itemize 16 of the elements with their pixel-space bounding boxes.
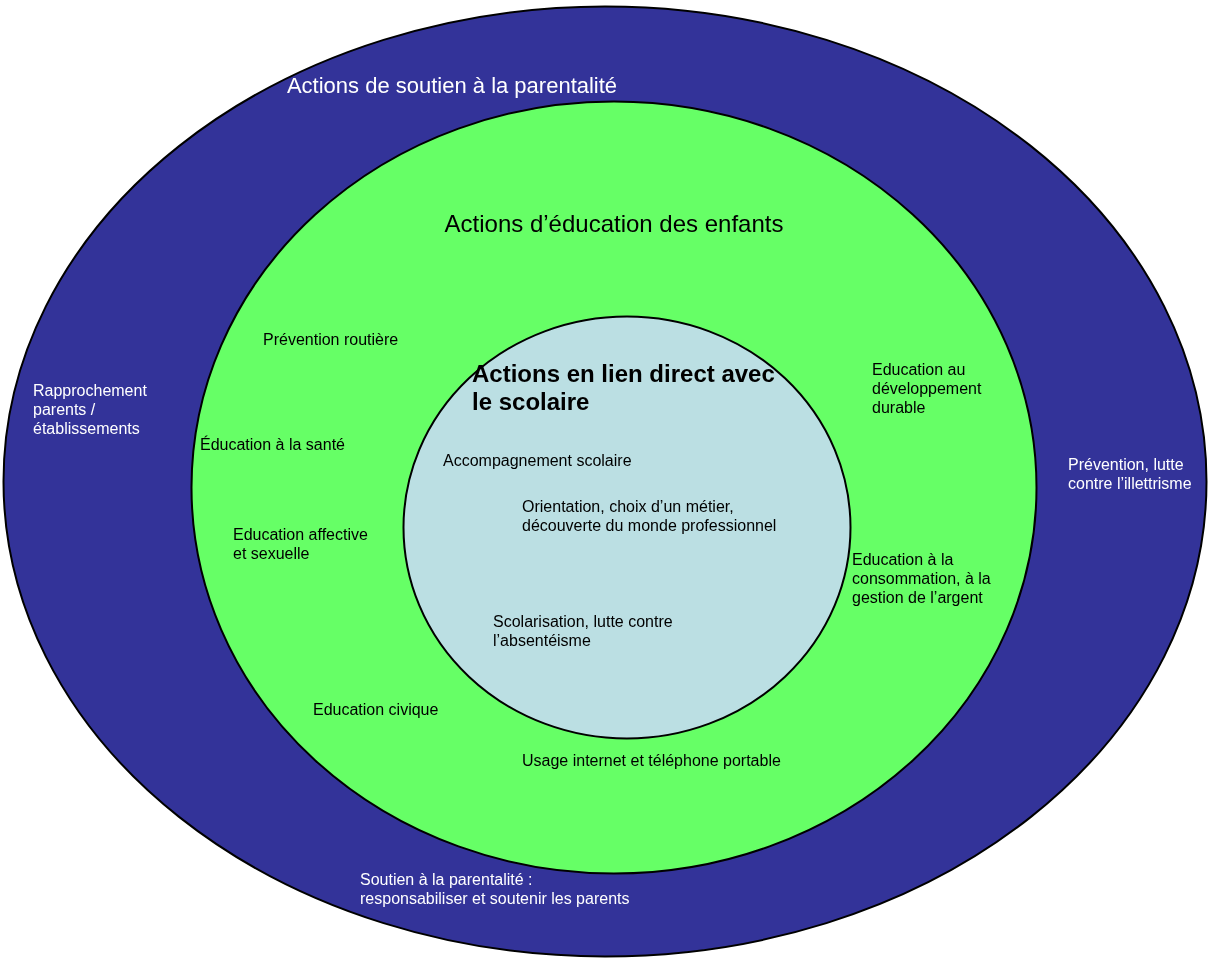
action-label: Soutien à la parentalité : responsabiliser et soutenir les parents [360, 870, 631, 908]
action-label: Prévention, lutte contre l’illettrisme [1068, 455, 1193, 493]
action-label: Rapprochement parents / établissements [33, 381, 148, 438]
action-label: Accompagnement scolaire [443, 451, 633, 470]
action-label: Éducation à la santé [200, 435, 346, 454]
action-label: Education au développement durable [872, 360, 983, 417]
group-heading: Actions de soutien à la parentalité [285, 73, 619, 99]
group-heading: Actions d’éducation des enfants [443, 210, 785, 238]
action-label: Prévention routière [263, 330, 400, 349]
action-label: Scolarisation, lutte contre l’absentéisme [493, 612, 674, 650]
action-label: Education à la consommation, à la gestion de l’argent [852, 550, 992, 607]
action-label: Usage internet et téléphone portable [522, 751, 782, 770]
group-heading: Actions en lien direct avec le scolaire [472, 360, 776, 416]
action-label: Education civique [313, 700, 440, 719]
action-label: Education affective et sexuelle [233, 525, 369, 563]
action-label: Orientation, choix d’un métier, découverte du monde professionnel [522, 497, 778, 535]
